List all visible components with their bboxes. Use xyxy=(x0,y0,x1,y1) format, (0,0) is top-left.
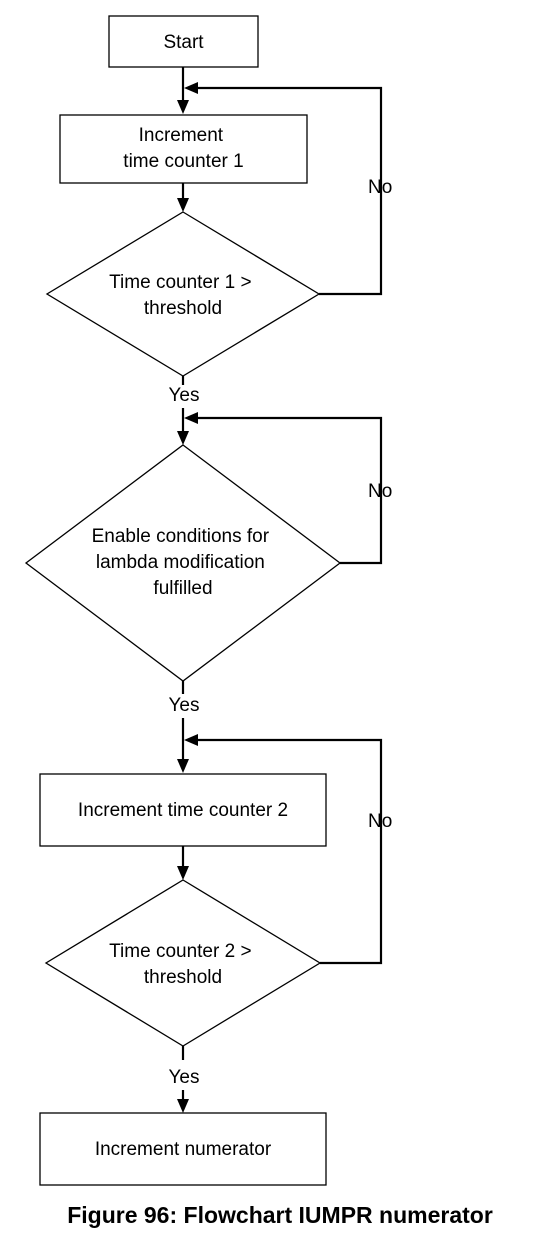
increment-counter-2-line-1: Increment time counter 2 xyxy=(78,800,288,821)
decision-enable-line-1: Enable conditions for xyxy=(92,526,270,547)
arrowhead-decision-2-yes xyxy=(177,1099,189,1113)
edge-decision-enable-no-loop xyxy=(198,416,383,565)
decision-counter-2-node: Time counter 2 > threshold xyxy=(44,879,322,1047)
decision-enable-text: Enable conditions for lambda modificatio… xyxy=(92,526,275,599)
increment-counter-2-node: Increment time counter 2 xyxy=(39,773,327,847)
flowchart: Start Increment time counter 1 Time coun… xyxy=(24,15,392,1186)
arrowhead-decision-1-no-loop xyxy=(184,82,198,94)
decision-1-yes-label: Yes xyxy=(169,385,200,406)
increment-counter-1-text: Increment time counter 1 xyxy=(123,125,243,172)
figure-caption: Figure 96: Flowchart IUMPR numerator xyxy=(67,1202,493,1228)
decision-enable-no-label: No xyxy=(368,481,392,502)
arrowhead-increment-1-to-decision-1 xyxy=(177,198,189,212)
increment-numerator-node: Increment numerator xyxy=(39,1112,327,1186)
arrowhead-decision-1-yes xyxy=(177,431,189,445)
decision-enable-yes-label: Yes xyxy=(169,695,200,716)
increment-numerator-line-1: Increment numerator xyxy=(95,1139,272,1160)
decision-counter-2-line-2: threshold xyxy=(144,967,222,988)
arrowhead-decision-enable-yes xyxy=(177,759,189,773)
decision-2-no-label: No xyxy=(368,811,392,832)
decision-counter-2-line-1: Time counter 2 > xyxy=(109,941,251,962)
arrowhead-decision-2-no-loop xyxy=(184,734,198,746)
increment-counter-1-line-2: time counter 1 xyxy=(123,151,243,172)
increment-numerator-text: Increment numerator xyxy=(95,1139,272,1160)
start-node: Start xyxy=(108,15,259,68)
decision-enable-line-2: lambda modification xyxy=(96,552,265,573)
edge-decision-1-no-loop xyxy=(198,86,383,296)
increment-counter-1-line-1: Increment xyxy=(139,125,224,146)
decision-counter-2-text: Time counter 2 > threshold xyxy=(109,941,257,988)
decision-counter-1-text: Time counter 1 > threshold xyxy=(109,272,257,319)
arrowhead-start-to-increment-1 xyxy=(177,100,189,114)
decision-enable-line-3: fulfilled xyxy=(153,578,212,599)
start-node-text: Start xyxy=(163,32,204,53)
increment-counter-2-text: Increment time counter 2 xyxy=(78,800,288,821)
decision-counter-1-line-1: Time counter 1 > xyxy=(109,272,251,293)
arrowhead-increment-2-to-decision-2 xyxy=(177,866,189,880)
arrowhead-decision-enable-no-loop xyxy=(184,412,198,424)
decision-counter-1-node: Time counter 1 > threshold xyxy=(45,211,321,377)
decision-counter-1-line-2: threshold xyxy=(144,298,222,319)
decision-enable-node: Enable conditions for lambda modificatio… xyxy=(24,444,342,682)
edge-decision-2-no-loop xyxy=(198,738,383,965)
start-node-line: Start xyxy=(163,32,204,53)
increment-counter-1-node: Increment time counter 1 xyxy=(59,114,308,184)
decision-2-yes-label: Yes xyxy=(169,1067,200,1088)
decision-1-no-label: No xyxy=(368,177,392,198)
